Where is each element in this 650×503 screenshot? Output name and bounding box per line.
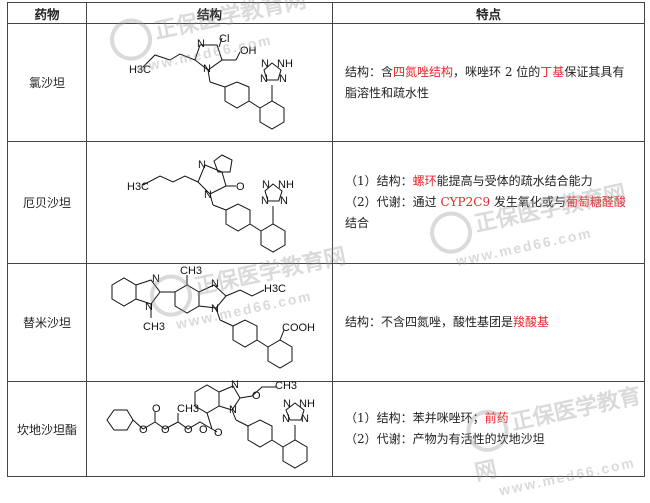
feature-line: 结构：不含四氮唑，酸性基团是羧酸基 [345,312,636,333]
table-header: 药物 结构 特点 [7,2,645,24]
table-row: 氯沙坦 结构：含四氮唑结构，咪唑环 2 位的丁基保证其具有脂溶性和疏水性 [7,23,645,142]
drug-name: 氯沙坦 [7,23,87,142]
header-drug: 药物 [7,2,87,24]
feature-text: 结合 [345,216,370,230]
features-cell: 结构：不含四氮唑，酸性基团是羧酸基 [332,263,645,382]
feature-text: 结构：含 [345,64,394,79]
structure-cell [86,381,333,477]
feature-line: （1）结构：螺环能提高与受体的疏水结合能力 [345,171,636,192]
features-cell: 结构：含四氮唑结构，咪唑环 2 位的丁基保证其具有脂溶性和疏水性 [332,23,645,142]
highlight-text: 四氮唑结构 [393,64,454,79]
feature-text: （1）结构：苯并咪唑环； [345,411,485,425]
feature-line: （2）代谢：产物为有活性的坎地沙坦 [345,429,636,450]
structure-cell [86,141,333,264]
structure-cell [86,263,333,382]
feature-text: 保证其具有脂溶性和疏水性 [345,64,625,100]
feature-line: （1）结构：苯并咪唑环；前药 [345,408,636,429]
table-row: 厄贝沙坦 （1）结构：螺环能提高与受体的疏水结合能力（2）代谢：通过 CYP2C… [7,141,645,264]
highlight-text: 螺环 [412,174,437,188]
highlight-text: 前药 [484,411,509,425]
feature-text: （2）代谢：通过 [345,195,441,209]
drug-name: 厄贝沙坦 [7,141,87,264]
features-cell: （1）结构：苯并咪唑环；前药 （2）代谢：产物为有活性的坎地沙坦 [332,381,645,477]
highlight-text: 羧酸基 [513,315,550,329]
header-structure: 结构 [86,2,333,24]
header-features: 特点 [332,2,645,24]
feature-text: （2）代谢：产物为有活性的坎地沙坦 [345,432,545,446]
highlight-text: 丁基 [540,64,565,79]
drug-name: 坎地沙坦酯 [7,381,87,477]
features-cell: （1）结构：螺环能提高与受体的疏水结合能力（2）代谢：通过 CYP2C9 发生氧… [332,141,645,264]
drug-name: 替米沙坦 [7,263,87,382]
drug-table: 药物 结构 特点 氯沙坦 结构：含四氮唑结构，咪唑环 2 位的丁基保证其具有脂溶… [7,2,645,477]
feature-line: （2）代谢：通过 CYP2C9 发生氧化或与葡萄糖醛酸结合 [345,192,636,234]
feature-text: 能提高与受体的疏水结合能力 [436,174,593,188]
feature-text: （1）结构： [345,174,413,188]
feature-text: ，咪唑环 2 位的 [453,64,541,79]
feature-text: 结构：不含四氮唑，酸性基团是 [345,315,514,329]
table-row: 替米沙坦 结构：不含四氮唑，酸性基团是羧酸基 [7,263,645,382]
highlight-text: CYP2C9 [440,195,491,209]
table-row: 坎地沙坦酯 （1）结构：苯并咪唑环；前药 （2）代谢：产物为有活性的坎地沙坦 [7,381,645,477]
structure-cell [86,23,333,142]
feature-line: 结构：含四氮唑结构，咪唑环 2 位的丁基保证其具有脂溶性和疏水性 [345,62,636,104]
highlight-text: 葡萄糖醛酸 [565,195,626,209]
feature-text: 发生氧化或与 [490,195,566,209]
